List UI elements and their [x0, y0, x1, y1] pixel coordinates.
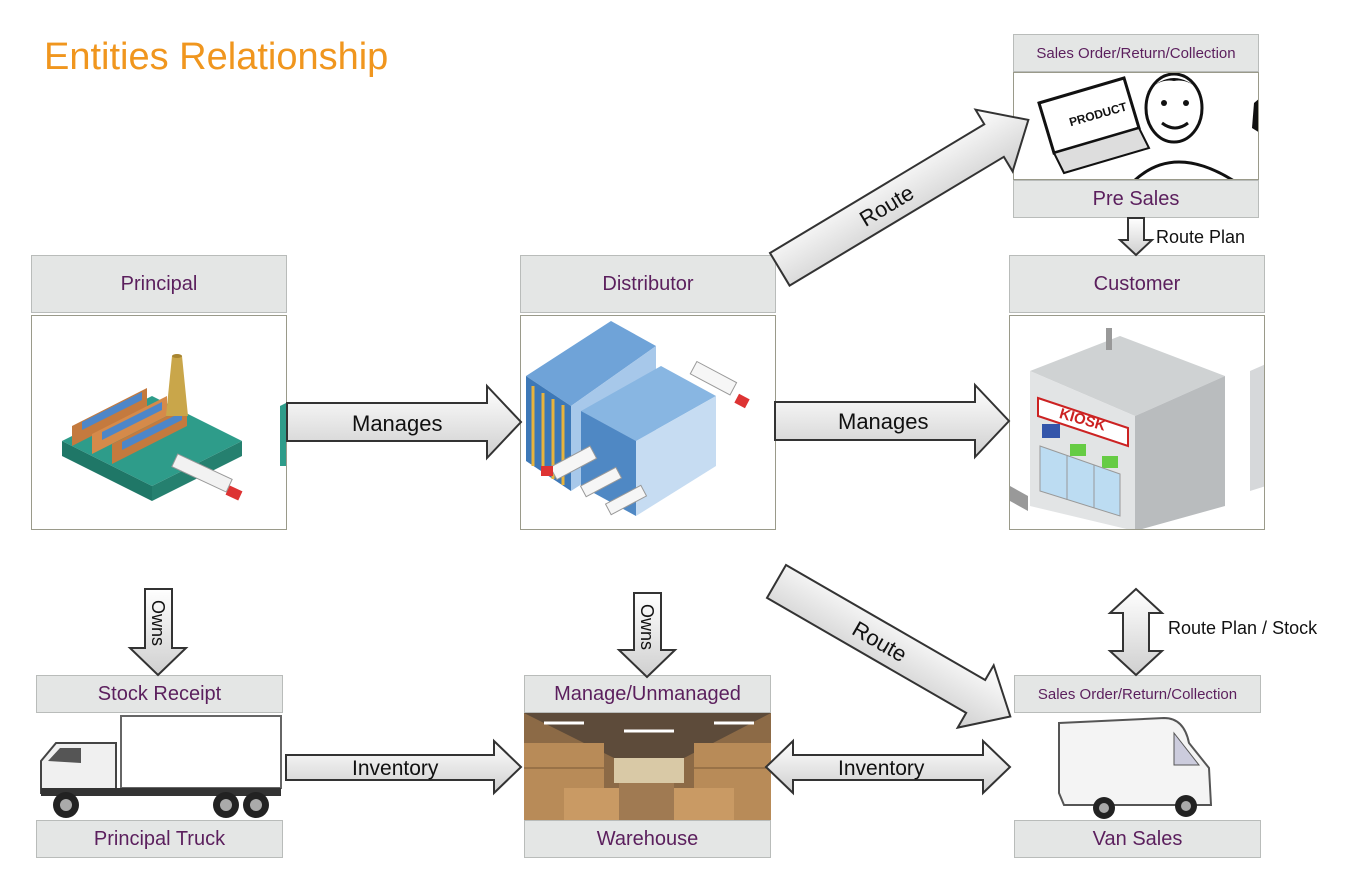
arrow-owns-distributor: Owns — [616, 592, 678, 679]
customer-kiosk-image: KIOSK — [1009, 315, 1265, 530]
arrow-route-plan-stock — [1107, 587, 1165, 677]
arrow-distributor-to-customer: Manages — [774, 382, 1011, 460]
van-sales-label: Van Sales — [1014, 820, 1261, 858]
arrow-label-owns-2: Owns — [637, 604, 657, 650]
van-sales-top-label: Sales Order/Return/Collection — [1014, 675, 1261, 713]
page-title: Entities Relationship — [44, 36, 389, 78]
arrow-owns-principal: Owns — [127, 588, 189, 677]
pre-sales-top-label: Sales Order/Return/Collection — [1013, 34, 1259, 72]
principal-truck-image — [36, 713, 283, 820]
factory-image — [31, 315, 287, 530]
arrow-inventory-truck-to-warehouse: Inventory — [285, 738, 523, 796]
distributor-label: Distributor — [520, 255, 776, 313]
manage-unmanaged-label: Manage/Unmanaged — [524, 675, 771, 713]
stock-receipt-label: Stock Receipt — [36, 675, 283, 713]
pre-sales-label: Pre Sales — [1013, 180, 1259, 218]
arrow-principal-to-distributor: Manages — [286, 383, 523, 461]
arrow-route-to-pre-sales: Route — [768, 108, 1030, 287]
arrow-label-owns-1: Owns — [148, 600, 168, 646]
arrow-label-inventory-1: Inventory — [352, 757, 439, 780]
arrow-route-plan — [1117, 217, 1155, 257]
arrow-inventory-warehouse-van: Inventory — [764, 738, 1012, 796]
arrow-label-inventory-2: Inventory — [838, 757, 925, 780]
arrow-label-manages-2: Manages — [838, 409, 929, 434]
pre-sales-salesman-image: PRODUCT — [1013, 72, 1259, 180]
arrow-label-manages-1: Manages — [352, 411, 443, 436]
warehouse-label: Warehouse — [524, 820, 771, 858]
route-plan-stock-label: Route Plan / Stock — [1168, 618, 1318, 638]
customer-label: Customer — [1009, 255, 1265, 313]
arrow-route-to-van-sales: Route — [765, 563, 1012, 730]
van-image — [1014, 713, 1261, 820]
principal-truck-label: Principal Truck — [36, 820, 283, 858]
route-plan-label: Route Plan — [1156, 227, 1246, 247]
warehouse-image — [524, 713, 771, 820]
principal-label: Principal — [31, 255, 287, 313]
